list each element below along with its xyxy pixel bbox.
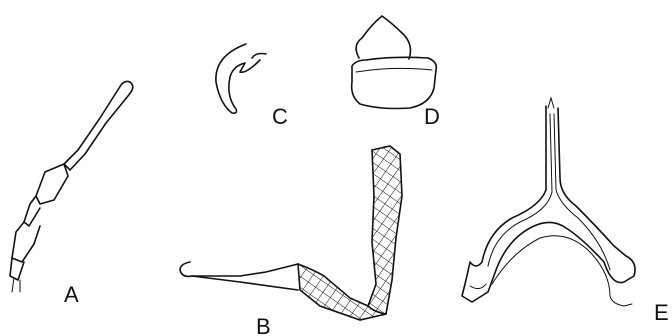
panel-a-antenna [10,81,133,292]
label-e: E [654,300,669,325]
label-c: C [272,104,288,129]
label-b: B [256,314,271,336]
label-a: A [64,282,79,307]
panel-d-lobe [352,16,437,109]
panel-c-claw [216,44,266,113]
label-d: D [424,104,440,129]
panel-b-bent-structure [180,146,402,320]
panel-e-y-sclerite [462,98,635,306]
